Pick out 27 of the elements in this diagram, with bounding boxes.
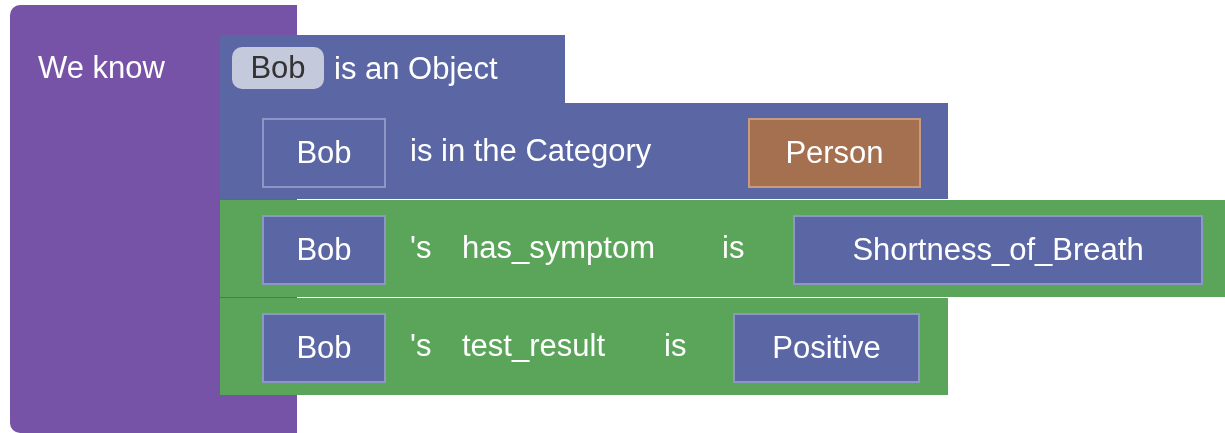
block-label: Bob: [295, 330, 353, 366]
block-label: test_result: [462, 328, 605, 364]
value-block: [733, 313, 920, 383]
value-block: [262, 118, 386, 188]
block-label: 's: [410, 328, 432, 364]
block-label: Bob: [295, 232, 353, 268]
variable-field: [232, 47, 324, 89]
statement-block: [220, 35, 565, 103]
block-label: has_symptom: [462, 230, 655, 266]
block-label: Shortness_of_Breath: [851, 232, 1145, 268]
block-label: We know: [38, 50, 165, 86]
block-label: is: [722, 230, 745, 266]
statement-block: [220, 103, 948, 199]
block-label: 's: [410, 230, 432, 266]
value-block: [262, 313, 386, 383]
block-label: Person: [784, 135, 885, 171]
block-label: Bob: [295, 135, 353, 171]
statement-block: [220, 200, 1225, 297]
value-block: [262, 215, 386, 285]
block-label: Positive: [771, 330, 882, 366]
value-block: [748, 118, 921, 188]
block-label: Bob: [249, 50, 307, 86]
value-block: [793, 215, 1203, 285]
block-label: is an Object: [334, 51, 498, 87]
statement-block: [220, 298, 948, 395]
block-label: is in the Category: [410, 133, 652, 169]
block-label: is: [664, 328, 687, 364]
